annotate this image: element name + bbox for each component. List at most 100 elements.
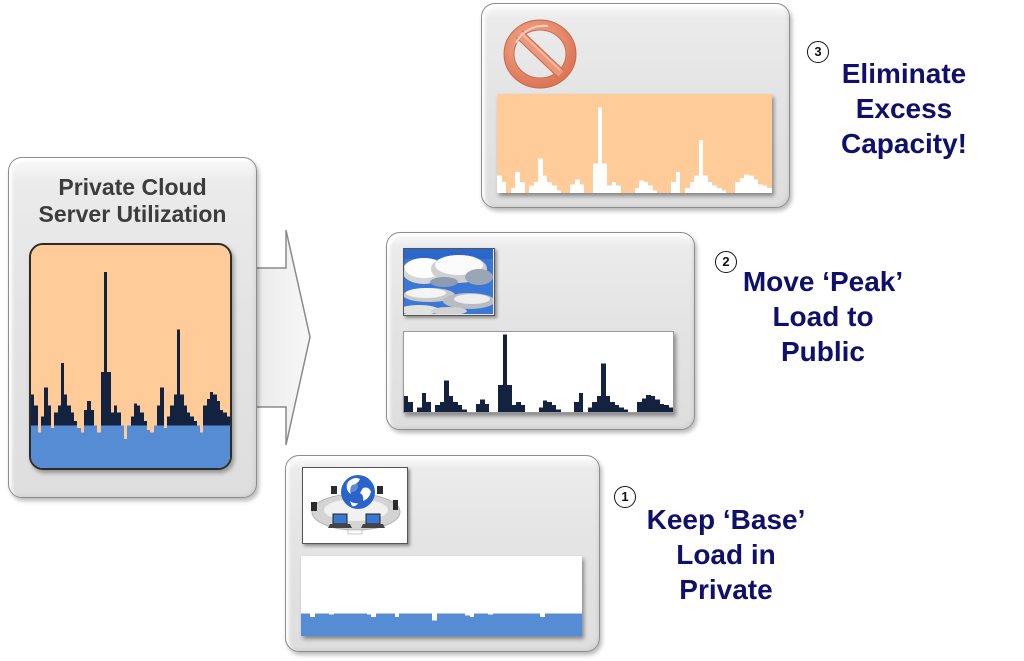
removed-peak-load-bar	[735, 181, 740, 193]
removed-peak-load-bar	[520, 181, 525, 193]
base-load-bar	[460, 613, 465, 636]
base-load-bar	[131, 425, 134, 468]
peak-load-bar	[137, 405, 140, 426]
peak-load-bar	[227, 416, 230, 426]
base-load-bar	[338, 613, 343, 636]
base-load-bar	[194, 425, 197, 468]
base-load-bar	[493, 613, 498, 636]
removed-peak-load-bar	[744, 174, 749, 193]
base-load-bar	[74, 425, 77, 468]
base-load-bar	[568, 613, 573, 636]
peak-load-bar	[521, 405, 525, 412]
base-load-bar	[197, 425, 200, 468]
peak-load-bar	[615, 405, 619, 412]
step-1-line-3: Private	[679, 574, 773, 605]
peak-load-bar	[624, 409, 628, 412]
peak-load-bar	[44, 387, 48, 426]
step-2-line-2: Load to	[772, 301, 874, 332]
base-load-bar	[451, 613, 456, 636]
peak-load-bar	[449, 396, 453, 412]
base-load-bar	[381, 613, 385, 636]
base-load-bar	[530, 613, 535, 636]
base-load-bar	[41, 425, 44, 468]
base-load-bar	[348, 613, 353, 636]
removed-peak-load-bar	[497, 175, 502, 193]
base-load-bar	[48, 425, 51, 468]
base-load-bar	[320, 613, 324, 636]
base-load-bar	[371, 616, 376, 636]
base-load-bar	[376, 613, 381, 636]
peak-load-bar	[503, 334, 507, 412]
base-load-bar	[184, 425, 187, 468]
removed-peak-load-bar	[580, 184, 584, 193]
base-load-bar	[61, 425, 64, 468]
peak-load-bar	[107, 372, 111, 426]
peak-load-bar	[660, 404, 664, 412]
removed-peak-load-bar	[676, 171, 680, 193]
peak-load-bar	[64, 394, 67, 426]
removed-peak-load-bar	[671, 181, 676, 193]
removed-peak-load-bar	[515, 171, 520, 193]
base-load-bar	[67, 425, 71, 468]
base-load-bar	[367, 614, 371, 636]
removed-peak-load-bar	[690, 181, 694, 193]
base-load-bar	[516, 613, 521, 636]
base-load-bar	[97, 432, 101, 468]
base-load-bar	[521, 613, 526, 636]
base-load-bar	[170, 425, 174, 468]
excess-capacity-chart	[497, 94, 772, 193]
peak-load-bar	[637, 401, 642, 412]
removed-peak-load-bar	[607, 185, 612, 193]
base-load-bar	[38, 432, 41, 468]
peak-load-bar	[606, 396, 610, 412]
base-load-bar	[432, 620, 437, 636]
peak-load-bar	[669, 407, 673, 412]
base-load-bar	[207, 425, 210, 468]
peak-load-bar	[41, 416, 44, 426]
base-load-bar	[559, 613, 563, 636]
removed-peak-load-bar	[612, 181, 616, 193]
peak-load-bar	[184, 405, 187, 426]
base-load-bar	[164, 427, 167, 468]
peak-load-bar	[498, 384, 503, 412]
base-load-bar	[104, 425, 107, 468]
peak-load-bar	[58, 405, 61, 426]
base-load-bar	[217, 425, 220, 468]
removed-peak-load-bar	[598, 107, 602, 193]
base-load-bar	[418, 613, 423, 636]
base-load-bar	[137, 425, 140, 468]
removed-peak-load-bar	[557, 190, 561, 193]
peak-load-bar	[117, 412, 121, 426]
peak-load-bar	[87, 401, 91, 426]
base-load-bar	[404, 613, 409, 636]
removed-peak-load-bar	[717, 188, 722, 193]
removed-peak-load-bar	[653, 190, 657, 193]
base-load-bar	[134, 425, 137, 468]
peak-load-bar	[552, 405, 556, 412]
peak-load-bar	[462, 409, 467, 412]
base-load-bar	[121, 425, 124, 468]
base-load-bar	[91, 425, 94, 468]
removed-peak-load-bar	[722, 190, 726, 193]
peak-load-bar	[588, 407, 592, 412]
base-load-bar	[390, 613, 395, 636]
base-load-bar	[58, 425, 61, 468]
peak-load-bar	[31, 394, 34, 426]
removed-peak-load-bar	[635, 188, 639, 193]
removed-peak-load-bar	[529, 185, 534, 193]
peak-load-bar	[54, 412, 58, 426]
peak-load-bar	[177, 329, 180, 426]
removed-peak-load-bar	[758, 184, 763, 193]
peak-load-bar	[140, 412, 144, 426]
peak-load-bar	[174, 394, 177, 426]
peak-load-bar	[61, 363, 64, 426]
base-load-bar	[385, 613, 390, 636]
peak-load-bar	[440, 401, 444, 412]
base-load-bar	[157, 425, 160, 468]
base-load-bar	[395, 616, 399, 636]
peak-load-bar	[210, 392, 213, 426]
peak-load-bar	[114, 405, 117, 426]
peak-load-bar	[592, 401, 597, 412]
removed-peak-load-bar	[763, 185, 767, 193]
arrow-shape	[249, 229, 311, 446]
